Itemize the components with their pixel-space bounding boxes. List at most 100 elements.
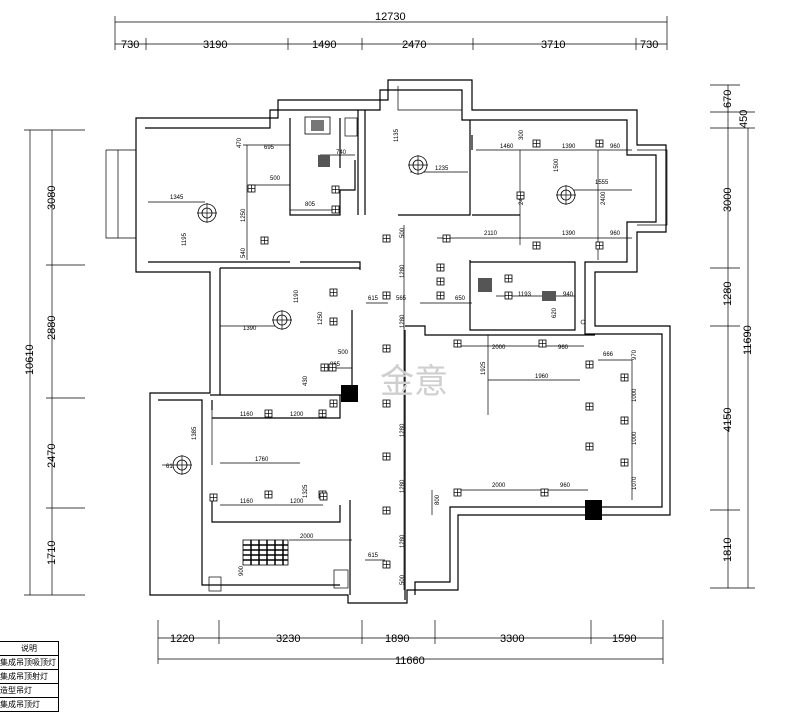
left-total-dim: 10610 [24, 344, 36, 375]
left-dim-4: 1710 [46, 541, 58, 565]
dim-1200-a: 1200 [290, 412, 304, 418]
dim-805: 805 [305, 202, 316, 208]
spotlight-icon [320, 363, 329, 372]
spotlight-icon [504, 291, 513, 300]
spotlight-icon [585, 402, 594, 411]
dim-900: 900 [239, 565, 245, 576]
spotlight-icon [620, 458, 629, 467]
spotlight-icon [585, 442, 594, 451]
dim-1000-a: 1000 [632, 388, 638, 402]
dim-1135: 1135 [394, 128, 400, 142]
dim-615-a: 615 [368, 553, 379, 559]
spotlight-icon [382, 452, 391, 461]
dim-666: 666 [603, 352, 614, 358]
dim-1280-c: 1280 [400, 423, 406, 437]
right-dim-5: 4150 [722, 408, 734, 432]
dim-1160-a: 1160 [240, 412, 254, 418]
dim-2000-c: 2000 [492, 483, 506, 489]
bottom-dim-5: 1590 [612, 633, 636, 645]
bottom-dimension-chain: 1220 3230 1890 3300 1590 11660 [157, 620, 664, 667]
legend-row: 造型吊灯 [0, 683, 58, 697]
dim-1195: 1195 [182, 232, 188, 246]
spotlights [209, 139, 629, 569]
dim-1280-a: 1280 [400, 264, 406, 278]
spotlight-icon [247, 184, 256, 193]
interior-dimension-labels: 1345 1195 1250 540 500 805 470 695 740 1… [166, 128, 638, 585]
spotlight-icon [532, 241, 541, 250]
dim-960-d: 960 [560, 483, 571, 489]
dim-1160-b: 1160 [240, 499, 254, 505]
spotlight-icon [516, 191, 525, 200]
dim-615-b: 615 [368, 296, 379, 302]
dim-1325: 1325 [303, 484, 309, 498]
spotlight-icon [532, 139, 541, 148]
dim-1500: 1500 [554, 158, 560, 172]
spotlight-icon [329, 288, 338, 297]
spotlight-icon [382, 506, 391, 515]
bottom-total-dim: 11660 [395, 655, 425, 667]
walls [105, 79, 671, 604]
dim-1555: 1555 [595, 180, 609, 186]
dim-960-a: 960 [610, 144, 621, 150]
dim-500-a: 500 [270, 176, 281, 182]
top-dim-6: 730 [640, 39, 658, 51]
dim-1760: 1760 [255, 457, 269, 463]
ceiling-lamp-icon [172, 455, 192, 475]
spotlight-icon [382, 344, 391, 353]
spotlight-icon [264, 409, 273, 418]
spotlight-icon [436, 291, 445, 300]
legend-row: 集成吊顶灯 [0, 697, 58, 711]
dim-740: 740 [336, 150, 347, 156]
decorative-ceiling-grid-icon [242, 539, 289, 566]
spotlight-icon [382, 399, 391, 408]
dim-1345: 1345 [170, 195, 184, 201]
dim-1385: 1385 [192, 426, 198, 440]
spotlight-icon [382, 291, 391, 300]
right-dimension-chain: 670 450 3000 1280 4150 1810 11690 [710, 84, 755, 589]
dim-1250: 1250 [241, 208, 247, 222]
dim-1235: 1235 [435, 166, 449, 172]
drawing-viewer: { "top_dims": {"total": "12730", "segmen… [0, 11, 755, 712]
left-dim-2: 2880 [46, 316, 58, 340]
bottom-dim-3: 1890 [385, 633, 409, 645]
dim-1280-b: 1280 [400, 314, 406, 328]
dim-800: 800 [435, 494, 441, 505]
dim-940: 940 [563, 292, 574, 298]
ceiling-lamp-icon [197, 203, 217, 223]
dim-620: 620 [552, 307, 558, 318]
floor-plan-drawing: 12730 730 3190 1490 2470 3710 730 1220 3… [24, 11, 755, 667]
spotlight-icon [209, 493, 218, 502]
dim-300: 300 [519, 129, 525, 140]
spotlight-icon [442, 234, 451, 243]
spotlight-icon [264, 490, 273, 499]
spotlight-icon [436, 277, 445, 286]
bottom-dim-2: 3230 [276, 633, 300, 645]
watermark: 金意 [380, 362, 448, 402]
fixtures [208, 116, 586, 592]
dim-960-b: 960 [610, 231, 621, 237]
left-dimension-chain: 10610 3080 2880 2470 1710 [24, 129, 85, 596]
exhaust-fan-icon [542, 291, 556, 301]
dim-695: 695 [264, 145, 275, 151]
dim-470: 470 [237, 137, 243, 148]
dim-650: 650 [455, 296, 466, 302]
top-dim-3: 1490 [312, 39, 336, 51]
dim-1200-b: 1200 [290, 499, 304, 505]
top-dim-2: 3190 [203, 39, 227, 51]
spotlight-icon [595, 139, 604, 148]
dim-1390-c: 1390 [243, 326, 257, 332]
spotlight-icon [331, 205, 340, 214]
right-dim-3: 3000 [722, 188, 734, 212]
dim-2110: 2110 [484, 231, 498, 237]
dim-500-c: 500 [400, 227, 406, 238]
dim-2400-b: 2400 [601, 191, 607, 205]
right-dim-2: 450 [738, 110, 750, 128]
dim-1390-a: 1390 [562, 144, 576, 150]
dim-1280-d: 1280 [400, 479, 406, 493]
spotlight-icon [620, 373, 629, 382]
spotlight-icon [329, 317, 338, 326]
bottom-dim-1: 1220 [170, 633, 194, 645]
spotlight-icon [453, 339, 462, 348]
top-dimension-chain: 12730 730 3190 1490 2470 3710 730 [114, 11, 668, 51]
dim-500-d: 500 [400, 574, 406, 585]
